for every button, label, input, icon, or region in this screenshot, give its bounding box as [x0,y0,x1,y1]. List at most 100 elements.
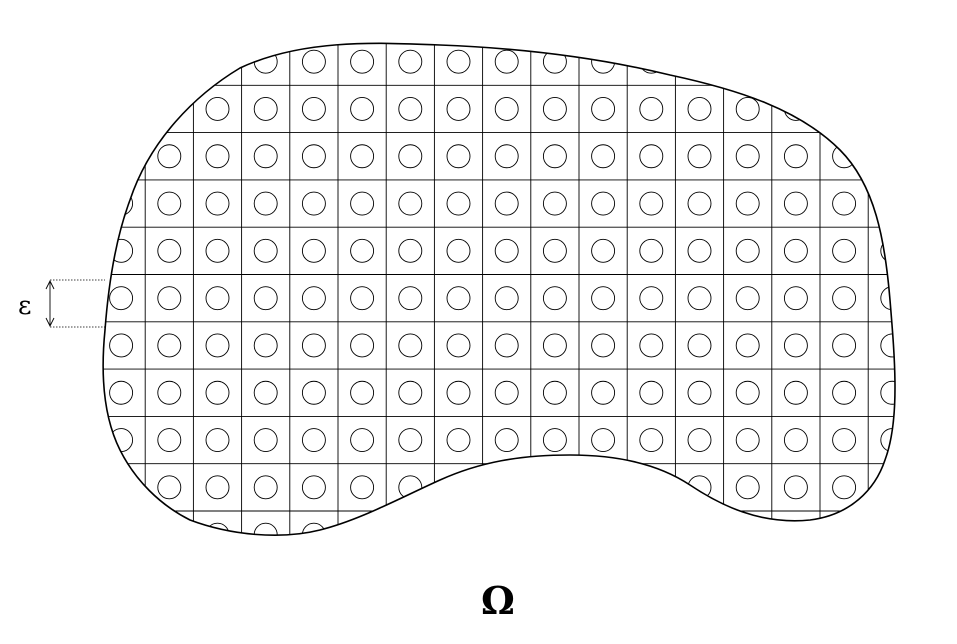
hole-circle [494,191,519,216]
hole-circle [542,380,567,405]
hole-circle [205,475,230,500]
domain-boundary [102,42,896,536]
hole-circle [350,428,375,452]
hole-circle [639,428,664,452]
hole-circle [494,475,519,500]
hole-circle [109,286,134,311]
hole-circle [735,238,760,263]
hole-circle [832,522,857,536]
hole-circle [735,286,760,311]
epsilon-dimension-marker: ε [18,279,105,328]
hole-circle [446,286,471,311]
hole-circle [301,191,326,216]
hole-circle [398,96,423,121]
hole-circle [205,144,230,169]
hole-circle [205,238,230,263]
hole-circle [494,380,519,405]
hole-circle [350,475,375,500]
hole-circle [735,380,760,405]
hole-circle [205,191,230,216]
hole-circle [832,286,857,311]
hole-circle [301,49,326,74]
hole-circle [783,333,808,358]
hole-circle [591,96,616,121]
hole-circle [880,96,895,121]
hole-circle [639,96,664,121]
epsilon-label: ε [18,291,31,321]
hole-circle [109,522,134,536]
hole-circle [109,380,134,405]
hole-circle [591,380,616,405]
hole-circle [832,428,857,452]
hole-circle [446,49,471,74]
hole-circle [398,380,423,405]
hole-circle [542,522,567,536]
hole-circle [832,238,857,263]
hole-circle [301,333,326,358]
hole-circle [494,49,519,74]
hole-circle [783,191,808,216]
hole-circle [639,333,664,358]
hole-circle [301,144,326,169]
hole-circle [109,49,134,74]
hole-circle [398,144,423,169]
hole-circle [446,96,471,121]
hole-circle [205,49,230,74]
hole-circle [301,286,326,311]
hole-circle [350,49,375,74]
hole-circle [591,428,616,452]
hole-circle [350,286,375,311]
hole-circle [157,522,182,536]
hole-circle [735,191,760,216]
hole-circle [880,49,895,74]
hole-circle [398,191,423,216]
hole-circle [687,49,712,74]
hole-circle [591,144,616,169]
hole-circle [783,49,808,74]
epsilon-arrow-head-top [45,279,55,290]
hole-circle [542,96,567,121]
hole-circle [350,380,375,405]
hole-circle [350,96,375,121]
hole-circle [350,144,375,169]
hole-circle [205,380,230,405]
hole-circle [398,428,423,452]
hole-circle [205,286,230,311]
hole-circle [687,238,712,263]
hole-circle [301,238,326,263]
hole-circle [253,333,278,358]
hole-circle [398,286,423,311]
hole-circle [880,380,895,405]
hole-circle [687,191,712,216]
hole-circle [832,475,857,500]
hole-circle [494,522,519,536]
hole-circle [494,144,519,169]
hole-circle [735,144,760,169]
hole-circle [639,475,664,500]
hole-circle [783,522,808,536]
hole-circle [109,333,134,358]
hole-circle [880,475,895,500]
hole-circle [591,191,616,216]
hole-circle [591,333,616,358]
hole-circle [783,286,808,311]
domain-label: Ω [481,578,515,623]
hole-circle [639,238,664,263]
hole-circle [542,286,567,311]
hole-circle [735,96,760,121]
hole-circle [639,380,664,405]
hole-circle [446,428,471,452]
hole-circle [446,333,471,358]
hole-circle [735,49,760,74]
hole-circle [253,475,278,500]
hole-circle [832,333,857,358]
hole-circle [253,49,278,74]
hole-circle [157,475,182,500]
hole-circle [398,49,423,74]
hole-circle [832,49,857,74]
hole-circle [735,522,760,536]
hole-circle [157,333,182,358]
hole-circle [639,191,664,216]
hole-circle [542,428,567,452]
